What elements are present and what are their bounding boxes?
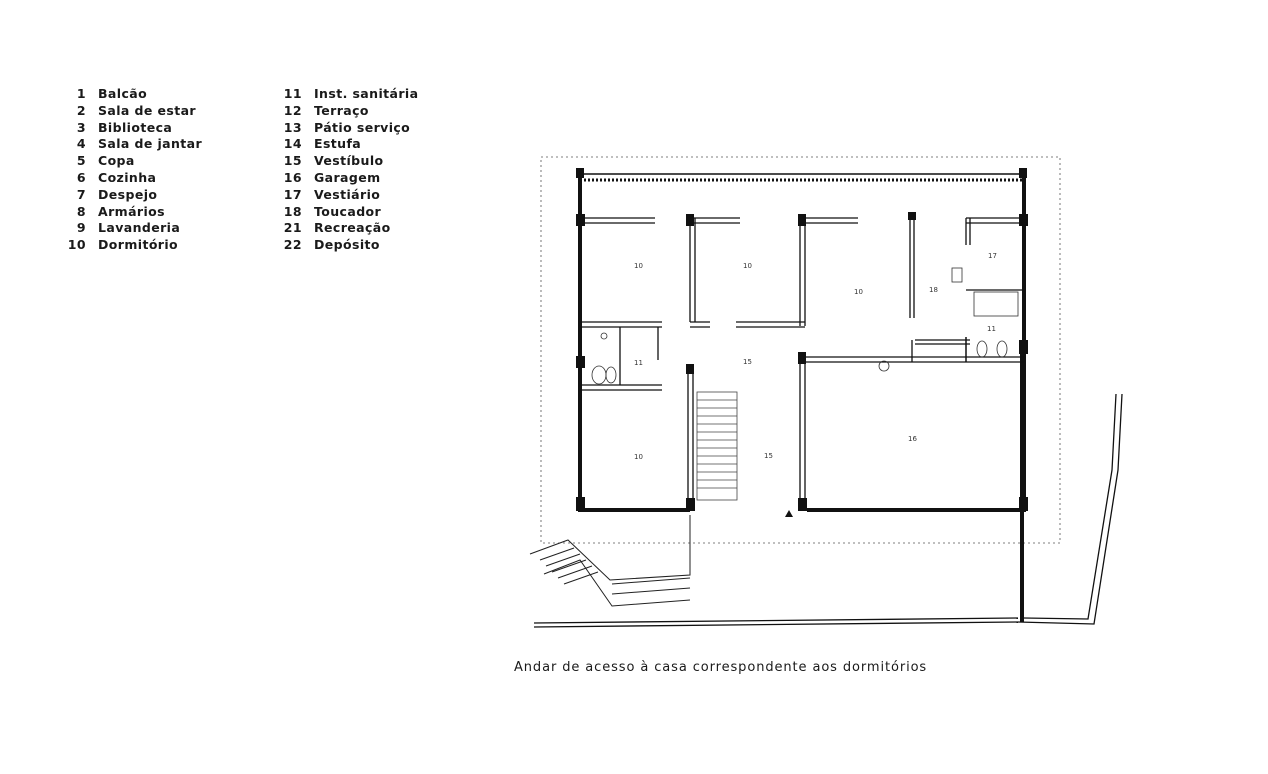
sanitary-fixtures bbox=[591, 267, 1019, 385]
legend-row: 4 Sala de jantar bbox=[60, 136, 202, 153]
legend-label: Sala de estar bbox=[98, 102, 196, 118]
room-label-bedroom: 10 bbox=[634, 453, 643, 461]
entrance-steps bbox=[529, 515, 691, 607]
room-label-stair-hall: 15 bbox=[764, 452, 773, 460]
legend-row: 10 Dormitório bbox=[60, 237, 202, 254]
entry-marker bbox=[785, 510, 793, 517]
room-label-dressing: 17 bbox=[988, 252, 997, 260]
legend-row: 6 Cozinha bbox=[60, 170, 202, 187]
room-label-bedroom: 10 bbox=[634, 262, 643, 270]
room-label-bedroom: 10 bbox=[854, 288, 863, 296]
outer-walls bbox=[578, 172, 1026, 622]
legend-label: Inst. sanitária bbox=[314, 86, 419, 101]
legend-label: Biblioteca bbox=[98, 119, 173, 135]
legend-row: 9 Lavanderia bbox=[60, 220, 202, 237]
room-label-wc: 11 bbox=[634, 359, 643, 367]
legend-label: Toucador bbox=[314, 203, 382, 219]
legend-row: 22 Depósito bbox=[276, 237, 418, 254]
legend-label: Cozinha bbox=[98, 169, 157, 185]
legend-label: Lavanderia bbox=[98, 220, 181, 236]
legend-label: Copa bbox=[98, 153, 135, 169]
legend-number: 10 bbox=[67, 237, 86, 253]
legend-label: Terraço bbox=[314, 102, 369, 118]
stair bbox=[696, 391, 738, 501]
room-label-vestibule: 15 bbox=[743, 358, 752, 366]
legend-row: 13 Pátio serviço bbox=[276, 120, 418, 137]
legend-row: 14 Estufa bbox=[276, 136, 418, 153]
legend-row: 5 Copa bbox=[60, 153, 202, 170]
legend-row: 18 Toucador bbox=[276, 204, 418, 221]
legend-number: 15 bbox=[283, 153, 302, 169]
legend-number: 2 bbox=[76, 102, 86, 118]
legend-label: Pátio serviço bbox=[314, 119, 411, 135]
legend-row: 16 Garagem bbox=[276, 170, 418, 187]
room-label-garage: 16 bbox=[908, 435, 917, 443]
legend-row: 17 Vestiário bbox=[276, 187, 418, 204]
legend-number: 1 bbox=[76, 86, 86, 101]
legend-label: Recreação bbox=[314, 220, 391, 236]
legend-row: 11 Inst. sanitária bbox=[276, 86, 418, 103]
legend-label: Dormitório bbox=[98, 237, 179, 253]
legend-number: 21 bbox=[283, 220, 302, 236]
legend-number: 18 bbox=[283, 203, 302, 219]
eave-outline bbox=[540, 156, 1061, 544]
legend-number: 14 bbox=[283, 136, 302, 152]
legend-row: 15 Vestíbulo bbox=[276, 153, 418, 170]
legend-label: Sala de jantar bbox=[98, 136, 203, 152]
legend-row: 3 Biblioteca bbox=[60, 120, 202, 137]
room-label-bedroom: 10 bbox=[743, 262, 752, 270]
legend-number: 5 bbox=[76, 153, 86, 169]
legend-number: 3 bbox=[76, 119, 86, 135]
legend-column-left: 1 Balcão 2 Sala de estar 3 Biblioteca 4 Sala… bbox=[60, 86, 202, 254]
room-label-boudoir: 18 bbox=[929, 286, 938, 294]
legend-label: Armários bbox=[98, 203, 165, 219]
legend-label: Garagem bbox=[314, 169, 381, 185]
legend-number: 22 bbox=[283, 237, 302, 253]
legend-label: Despejo bbox=[98, 186, 158, 202]
legend-row: 7 Despejo bbox=[60, 187, 202, 204]
legend-label: Depósito bbox=[314, 237, 380, 253]
legend-label: Balcão bbox=[98, 86, 148, 101]
interior-walls bbox=[580, 215, 1024, 510]
legend-label: Vestíbulo bbox=[314, 153, 384, 169]
legend-number: 16 bbox=[283, 169, 302, 185]
legend-number: 12 bbox=[283, 102, 302, 118]
legend-number: 11 bbox=[283, 86, 302, 101]
structural-posts bbox=[576, 168, 1028, 511]
legend-label: Vestiário bbox=[314, 186, 381, 202]
legend-number: 13 bbox=[283, 119, 302, 135]
legend-column-right: 11 Inst. sanitária 12 Terraço 13 Pátio serv… bbox=[276, 86, 418, 254]
plan-caption: Andar de acesso à casa correspondente ao… bbox=[514, 660, 928, 675]
legend-number: 8 bbox=[76, 203, 86, 219]
legend-number: 7 bbox=[76, 186, 86, 202]
legend-row: 1 Balcão bbox=[60, 86, 202, 103]
legend-row: 12 Terraço bbox=[276, 103, 418, 120]
legend-row: 8 Armários bbox=[60, 204, 202, 221]
legend-number: 4 bbox=[76, 136, 86, 152]
legend-label: Estufa bbox=[314, 136, 362, 152]
room-label-wc: 11 bbox=[987, 325, 996, 333]
legend-number: 6 bbox=[76, 169, 86, 185]
legend-number: 17 bbox=[283, 186, 302, 202]
legend-number: 9 bbox=[76, 220, 86, 236]
site-walls bbox=[533, 393, 1123, 628]
legend-row: 21 Recreação bbox=[276, 220, 418, 237]
legend-row: 2 Sala de estar bbox=[60, 103, 202, 120]
